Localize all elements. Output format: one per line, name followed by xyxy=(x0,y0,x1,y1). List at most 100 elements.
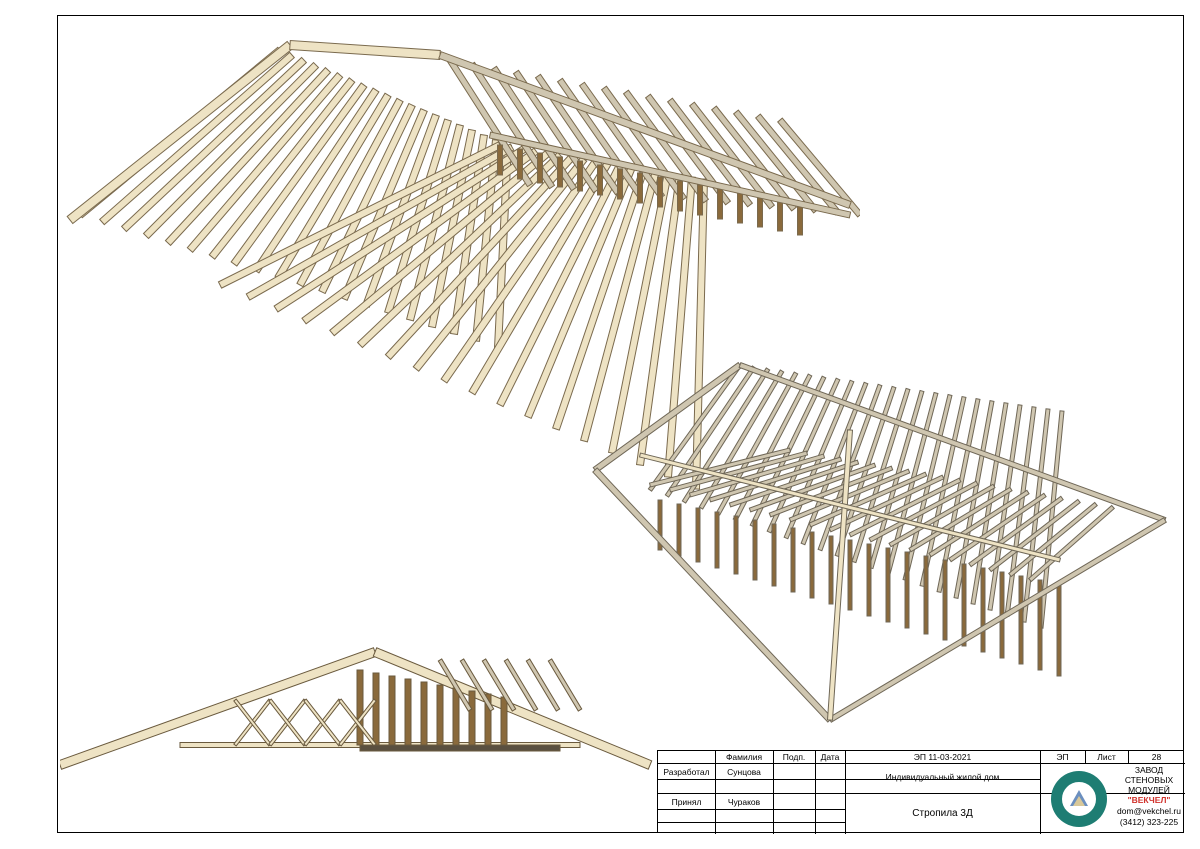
rafter-beam xyxy=(1056,583,1062,677)
rafter-beam xyxy=(638,452,1062,563)
project-title: Индивидуальный жилой дом xyxy=(885,772,1000,782)
rafter-beam xyxy=(809,531,815,599)
rafter-beam xyxy=(828,474,945,533)
rafter-beam xyxy=(452,687,460,746)
rafter-beam xyxy=(356,669,364,746)
rafter-beam xyxy=(980,567,986,653)
rafter-beam xyxy=(868,480,979,543)
rafter-beam xyxy=(230,82,368,267)
rafter-beam xyxy=(497,144,503,176)
header-sign: Подп. xyxy=(782,752,806,762)
rafter-beam xyxy=(597,164,603,196)
company-line2: СТЕНОВЫХ xyxy=(1124,775,1174,785)
rafter-beam xyxy=(296,97,404,288)
rafter-beam xyxy=(737,192,743,224)
rafter-beam xyxy=(338,698,377,747)
name-developer: Сунцова xyxy=(727,767,761,777)
rafter-beam xyxy=(459,658,495,712)
rafters-3d-view-top xyxy=(66,39,860,490)
rafter-beam xyxy=(668,450,809,493)
company-email: dom@vekchel.ru xyxy=(1117,806,1181,816)
rafter-beam xyxy=(1008,501,1098,578)
role-approver: Принял xyxy=(671,797,702,807)
rafter-beam xyxy=(866,543,872,617)
rafter-beam xyxy=(359,744,561,752)
rafter-beam xyxy=(592,361,743,474)
rafter-beam xyxy=(923,555,929,635)
rafter-beam xyxy=(404,678,412,746)
rafter-beam xyxy=(961,563,967,647)
rafter-beam xyxy=(790,527,796,593)
rafter-beam xyxy=(908,486,1013,553)
rafter-beam xyxy=(438,51,852,209)
rafter-beam xyxy=(788,468,911,523)
rafter-beam xyxy=(622,89,710,204)
rafter-beam xyxy=(942,559,948,641)
rafter-beam xyxy=(928,489,1030,558)
rafter-beam xyxy=(714,511,720,569)
rafter-beam xyxy=(717,188,723,220)
rafter-beam xyxy=(60,647,378,770)
rafter-beam xyxy=(885,547,891,623)
rafter-beam xyxy=(888,483,996,548)
company-brand: "ВЕКЧЕЛ" xyxy=(1127,795,1171,805)
rafter-beam xyxy=(708,456,843,503)
rafter-beam xyxy=(771,523,777,587)
rafter-beam xyxy=(468,690,476,746)
rafter-beam xyxy=(695,507,701,563)
rafter-beam xyxy=(851,387,911,564)
rafter-beam xyxy=(968,495,1064,568)
rafter-beam xyxy=(388,675,396,746)
rafter-beam xyxy=(577,160,583,192)
rafter-beam xyxy=(164,66,332,247)
rafter-beam xyxy=(142,61,320,240)
rafter-beam xyxy=(868,389,925,570)
title-block: Фамилия Подп. Дата Разработал Сунцова Пр… xyxy=(657,750,1185,834)
rafter-beam xyxy=(537,152,543,184)
rafter-beam xyxy=(1027,504,1116,583)
rafter-beam xyxy=(437,658,473,712)
rafter-beam xyxy=(500,696,508,746)
rafter-beam xyxy=(245,143,515,301)
company-logo-icon xyxy=(1051,771,1107,827)
sheet-label: Лист xyxy=(1097,752,1116,762)
rafter-beam xyxy=(768,465,894,518)
rafters-3d-view-side xyxy=(60,647,653,770)
rafter-beam xyxy=(948,492,1047,563)
rafter-beam xyxy=(657,176,663,208)
rafter-beam xyxy=(525,658,561,712)
company-line3: МОДУЛЕЙ xyxy=(1128,785,1170,795)
rafter-beam xyxy=(1018,575,1024,665)
rafter-beam xyxy=(688,101,776,210)
name-approver: Чураков xyxy=(727,797,761,807)
sheet-title: Стропила 3Д xyxy=(912,808,973,819)
rafter-beam xyxy=(120,56,308,233)
rafter-beam xyxy=(988,498,1081,573)
rafters-3d-view-right xyxy=(592,361,1167,723)
rafter-beam xyxy=(676,503,682,557)
rafter-beam xyxy=(808,471,928,528)
rafter-beam xyxy=(1037,579,1043,671)
rafter-beam xyxy=(904,551,910,629)
rafter-beam xyxy=(728,459,860,508)
rafter-beam xyxy=(488,131,852,219)
rafter-beam xyxy=(777,200,783,232)
header-date: Дата xyxy=(820,752,840,762)
rafter-beam xyxy=(517,148,523,180)
stage-label: ЭП xyxy=(1056,752,1069,762)
role-developer: Разработал xyxy=(663,767,710,777)
rafter-beam xyxy=(848,477,962,538)
rafter-beam xyxy=(420,681,428,746)
rafter-beam xyxy=(757,196,763,228)
rafter-beam xyxy=(547,658,583,712)
rafter-beam xyxy=(677,180,683,212)
doc-code: ЭП 11-03-2021 xyxy=(913,752,972,762)
rafter-beam xyxy=(688,453,826,498)
rafter-beam xyxy=(826,429,854,721)
rafter-beam xyxy=(557,156,563,188)
rafter-beam xyxy=(98,51,296,226)
rafter-beam xyxy=(738,362,1167,523)
rafter-beam xyxy=(752,519,758,581)
sheet-frame xyxy=(57,15,1184,833)
header-surname: Фамилия xyxy=(725,752,763,762)
